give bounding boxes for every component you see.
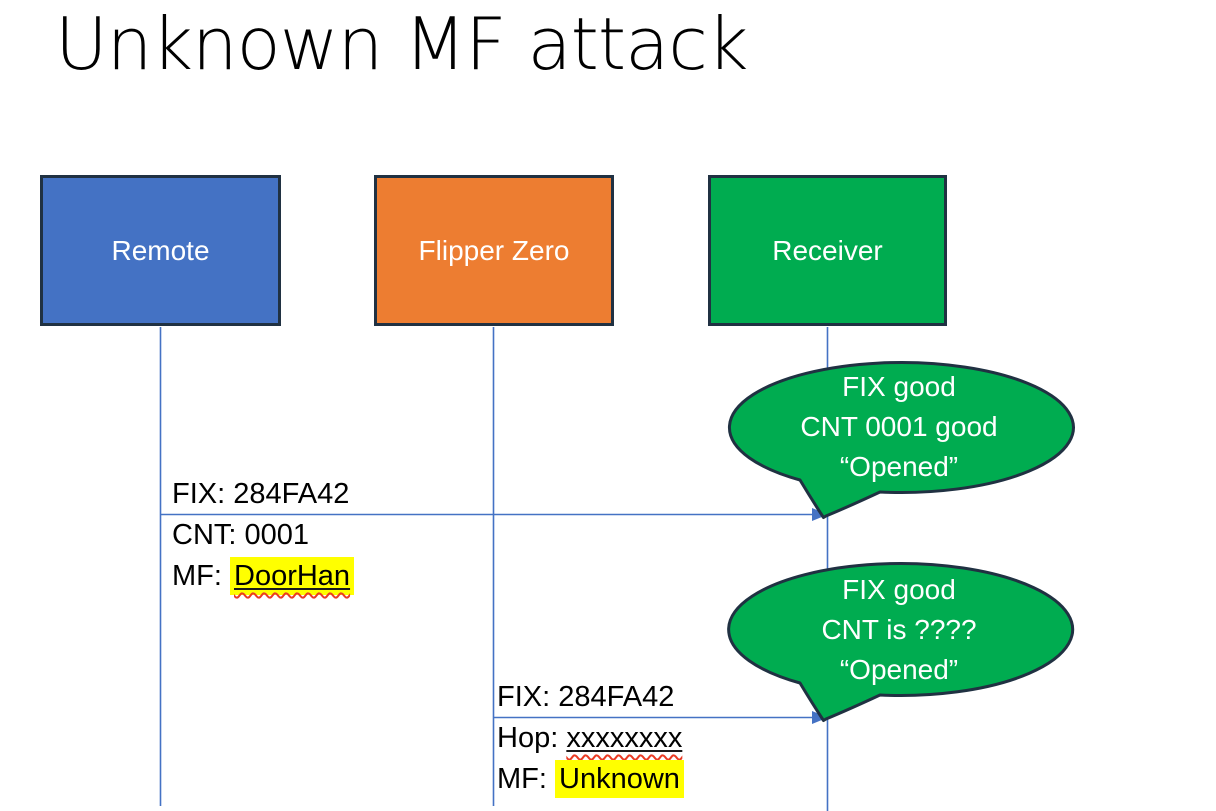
highlighted-value-unknown: Unknown [555, 760, 684, 798]
callout-2-line-2: CNT is ???? [821, 614, 977, 645]
highlighted-value-doorhan: DoorHan [230, 557, 355, 595]
actor-label-receiver: Receiver [772, 234, 883, 266]
message-1-labels: FIX: 284FA42 CNT: 0001 MF: DoorHan [172, 474, 355, 597]
callout-bubble-2 [727, 561, 1075, 722]
callout-bubble-1 [727, 361, 1075, 519]
message-1-fix: FIX: 284FA42 [172, 478, 350, 510]
callout-1-line-3: “Opened” [839, 451, 959, 482]
message-1-cnt: CNT: 0001 [172, 519, 310, 551]
underlined-value-hop: xxxxxxxx [566, 722, 683, 754]
callout-1-text: FIX good CNT 0001 good “Opened” [727, 367, 1071, 487]
callout-2-line-1: FIX good [842, 574, 956, 605]
actor-label-remote: Remote [111, 234, 210, 266]
callout-2-text: FIX good CNT is ???? “Opened” [727, 570, 1071, 690]
callout-1-line-1: FIX good [842, 371, 956, 402]
callout-2-line-3: “Opened” [839, 654, 959, 685]
actor-box-remote: Remote [40, 175, 281, 326]
slide-title: Unknown MF attack [55, 2, 749, 86]
actor-label-flipper-zero: Flipper Zero [418, 234, 570, 266]
message-1-mf: MF: DoorHan [172, 556, 355, 597]
callout-1-line-2: CNT 0001 good [800, 411, 998, 442]
message-2-mf: MF: Unknown [497, 759, 684, 800]
message-2-fix: FIX: 284FA42 [497, 681, 675, 713]
actor-box-receiver: Receiver [708, 175, 947, 326]
message-2-hop: Hop: xxxxxxxx [497, 722, 683, 754]
actor-box-flipper-zero: Flipper Zero [374, 175, 614, 326]
message-2-labels: FIX: 284FA42 Hop: xxxxxxxx MF: Unknown [497, 677, 684, 800]
